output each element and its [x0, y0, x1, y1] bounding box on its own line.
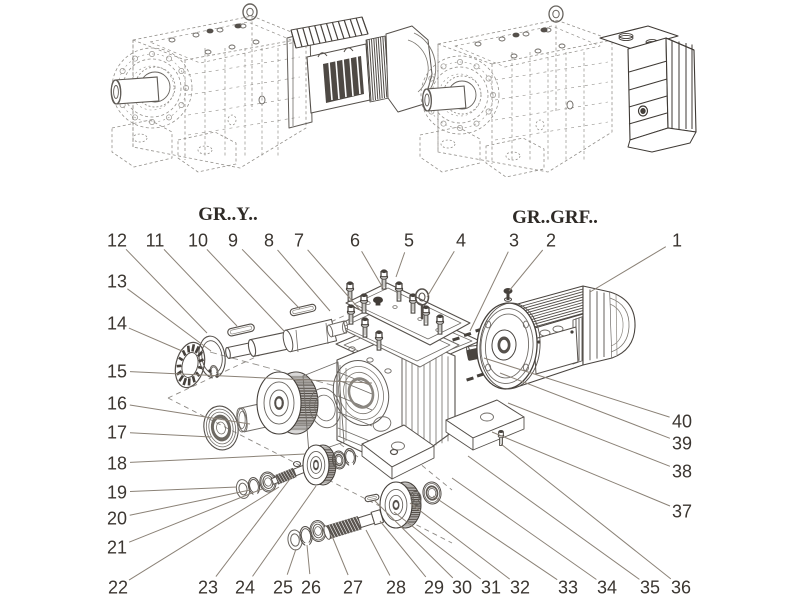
svg-text:10: 10 — [188, 231, 208, 251]
svg-text:25: 25 — [273, 578, 293, 598]
svg-text:29: 29 — [424, 578, 444, 598]
svg-text:38: 38 — [672, 462, 692, 482]
svg-text:31: 31 — [481, 578, 501, 598]
svg-text:22: 22 — [108, 578, 128, 598]
svg-text:23: 23 — [198, 578, 218, 598]
svg-text:GR..GRF..: GR..GRF.. — [512, 207, 598, 228]
svg-text:GR..Y..: GR..Y.. — [198, 204, 257, 225]
svg-text:33: 33 — [558, 578, 578, 598]
svg-text:16: 16 — [107, 394, 127, 414]
svg-text:40: 40 — [672, 412, 692, 432]
svg-text:28: 28 — [386, 578, 406, 598]
svg-text:9: 9 — [228, 231, 238, 251]
svg-text:36: 36 — [671, 578, 691, 598]
svg-text:5: 5 — [404, 231, 414, 251]
svg-text:34: 34 — [597, 578, 617, 598]
svg-text:30: 30 — [452, 578, 472, 598]
svg-text:15: 15 — [107, 362, 127, 382]
svg-text:8: 8 — [264, 231, 274, 251]
svg-text:13: 13 — [107, 272, 127, 292]
svg-text:3: 3 — [509, 231, 519, 251]
svg-text:27: 27 — [343, 578, 363, 598]
svg-text:35: 35 — [640, 578, 660, 598]
svg-text:37: 37 — [672, 502, 692, 522]
svg-text:6: 6 — [350, 231, 360, 251]
svg-text:20: 20 — [107, 509, 127, 529]
svg-text:7: 7 — [294, 231, 304, 251]
svg-text:39: 39 — [672, 434, 692, 454]
svg-text:2: 2 — [546, 231, 556, 251]
svg-text:26: 26 — [301, 578, 321, 598]
svg-text:4: 4 — [456, 231, 466, 251]
svg-text:1: 1 — [672, 231, 682, 251]
svg-text:14: 14 — [107, 314, 127, 334]
svg-text:17: 17 — [107, 423, 127, 443]
svg-text:12: 12 — [107, 231, 127, 251]
svg-text:32: 32 — [510, 578, 530, 598]
svg-text:24: 24 — [235, 578, 255, 598]
svg-text:21: 21 — [107, 538, 127, 558]
svg-text:11: 11 — [146, 231, 165, 251]
svg-text:18: 18 — [107, 454, 127, 474]
svg-text:19: 19 — [107, 483, 127, 503]
